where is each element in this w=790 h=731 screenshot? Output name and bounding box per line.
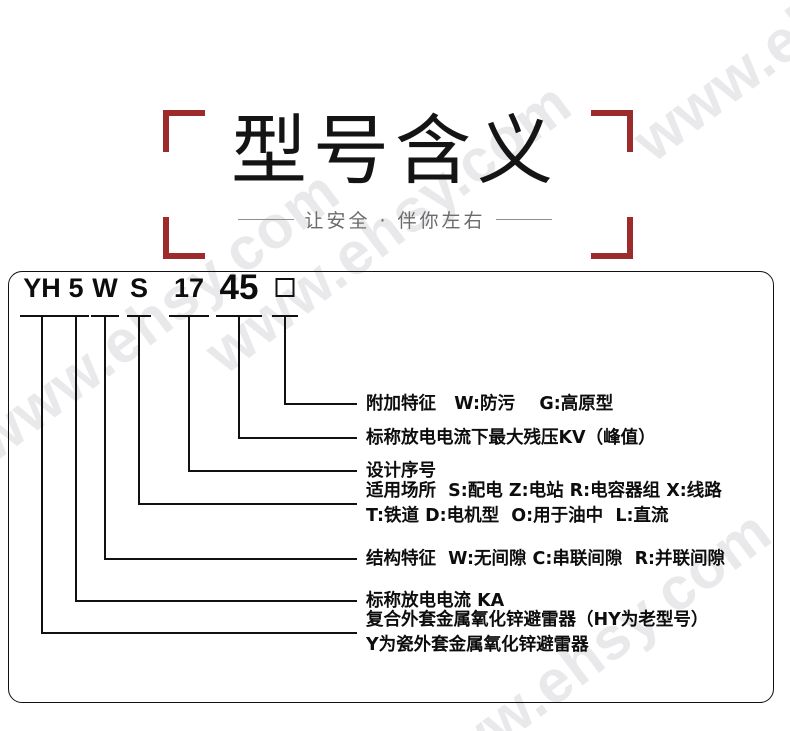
leader-line-vertical — [237, 317, 241, 437]
leader-line-horizontal — [137, 503, 357, 506]
title-block: 型号含义 让安全 · 伴你左右 — [0, 0, 790, 259]
model-code-underline — [63, 315, 89, 318]
subtitle-rule-left — [238, 219, 295, 220]
description-text: 附加特征 W:防污 G:高原型 — [366, 394, 614, 415]
leader-line-horizontal — [103, 558, 357, 561]
corner-bracket-bottom-right-icon — [591, 217, 633, 259]
leader-line-vertical — [103, 317, 107, 558]
leader-line-vertical — [74, 317, 78, 600]
leader-line-vertical — [40, 317, 44, 632]
leader-line-vertical — [187, 317, 191, 470]
description-text: 复合外套金属氧化锌避雷器（HY为老型号） Y为瓷外套金属氧化锌避雷器 — [366, 610, 709, 656]
leader-line-vertical — [283, 317, 287, 403]
diagram-panel — [8, 271, 774, 703]
leader-line-horizontal — [74, 600, 357, 603]
leader-line-vertical — [137, 317, 141, 503]
model-code-segment: 45 — [219, 268, 259, 307]
corner-bracket-top-left-icon — [163, 110, 205, 152]
model-code-segment: S — [129, 273, 149, 303]
model-code-underline — [272, 315, 298, 318]
model-code-segment: 17 — [173, 273, 205, 303]
model-code-underline — [216, 315, 262, 318]
model-code-segment: YH — [23, 273, 61, 303]
model-code-underline — [91, 315, 119, 318]
description-text: 结构特征 W:无间隙 C:串联间隙 R:并联间隙 — [366, 549, 726, 570]
model-code-underline — [20, 315, 64, 318]
model-code-underline — [169, 315, 209, 318]
description-text: 设计序号 — [366, 461, 436, 482]
page-subtitle: 让安全 · 伴你左右 — [304, 210, 486, 232]
subtitle-rule-right — [495, 219, 552, 220]
placeholder-box-icon — [275, 278, 295, 298]
leader-line-horizontal — [237, 437, 357, 440]
description-text: 标称放电电流 KA — [366, 591, 505, 612]
model-code-underline — [127, 315, 151, 318]
description-text: 适用场所 S:配电 Z:电站 R:电容器组 X:线路 T:铁道 D:电机型 O:… — [366, 481, 722, 527]
leader-line-horizontal — [40, 632, 357, 635]
description-text: 标称放电电流下最大残压KV（峰值） — [366, 428, 656, 449]
corner-bracket-top-right-icon — [591, 110, 633, 152]
model-code-segment: 5 — [68, 273, 84, 303]
model-code-segment — [275, 273, 295, 303]
corner-bracket-bottom-left-icon — [163, 217, 205, 259]
leader-line-horizontal — [283, 403, 357, 406]
page-title: 型号含义 — [231, 106, 559, 195]
model-code-segment: W — [92, 273, 118, 303]
leader-line-horizontal — [187, 470, 357, 473]
subtitle-row: 让安全 · 伴你左右 — [0, 206, 790, 233]
